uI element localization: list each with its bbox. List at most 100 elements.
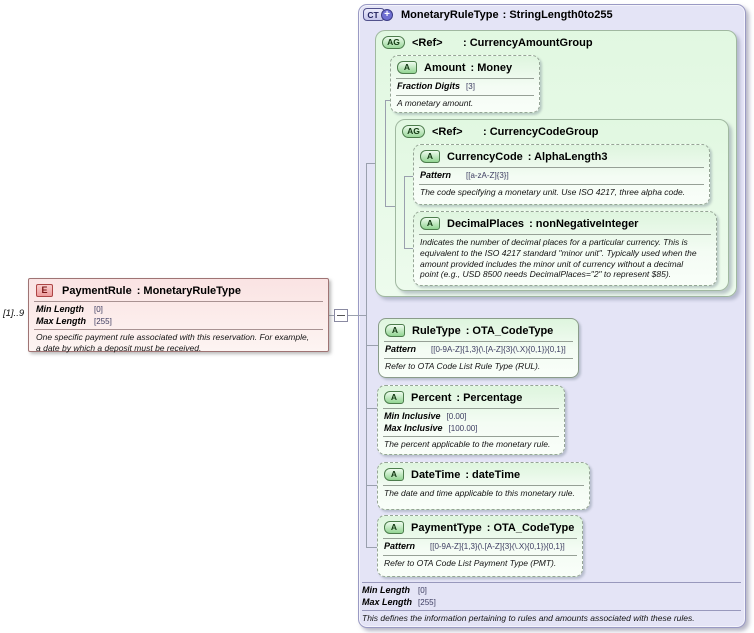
element-payment-rule[interactable]: E PaymentRule : MonetaryRuleType Min Len… [28,278,329,353]
attribute-payment-type[interactable]: A PaymentType : OTA_CodeType Pattern [[0… [377,515,583,577]
separator-line [384,357,573,359]
facet-name: Min Length [362,585,410,595]
attribute-type: : OTA_CodeType [486,521,575,534]
complex-type-facets: Min Length [0] Max Length [255] This def… [360,581,743,626]
attribute-rule-type[interactable]: A RuleType : OTA_CodeType Pattern [[0-9A… [378,318,579,378]
tree-spine [366,163,367,547]
separator-line [383,485,584,486]
attribute-group-badge-icon: AG [402,125,425,138]
facet-value: [[a-zA-Z]{3}] [466,171,509,180]
connector-line [366,163,375,164]
separator-line [396,94,534,96]
annotation-text: The code specifying a monetary unit. Use… [420,186,686,197]
separator-line [383,538,577,539]
attribute-type: : OTA_CodeType [465,324,554,337]
separator-line [383,408,559,409]
connector-line [366,408,377,409]
attribute-amount[interactable]: A Amount : Money Fraction Digits [3] A m… [390,55,540,113]
attribute-name: Percent [411,391,452,404]
element-name: PaymentRule [62,284,132,297]
attribute-type: : Percentage [456,391,523,404]
attribute-name: Amount [424,61,466,74]
connector-line [329,315,334,316]
plus-icon: + [381,8,393,21]
connector-line [348,315,366,316]
separator-line [419,234,711,235]
attribute-badge-icon: A [420,217,440,230]
facet-value: [[0-9A-Z]{1,3}(\.[A-Z]{3}(\.X){0,1}){0,1… [430,542,565,551]
facet-name: Max Length [36,315,87,326]
group-type: : CurrencyCodeGroup [483,125,599,138]
attribute-badge-icon: A [420,150,440,163]
attribute-badge-icon: A [384,521,404,534]
annotation-text: The percent applicable to the monetary r… [384,439,551,449]
annotation-text: A monetary amount. [397,97,474,108]
group-ref-name: <Ref> [412,36,443,49]
facet-value: [[0-9A-Z]{1,3}(\.[A-Z]{3}(\.X){0,1}){0,1… [431,345,566,354]
separator-line [419,183,704,185]
attribute-badge-icon: A [385,324,405,337]
attribute-badge-icon: A [397,61,417,74]
complex-type-header[interactable]: CT + MonetaryRuleType : StringLength0to2… [363,7,613,22]
element-type: : MonetaryRuleType [136,284,242,297]
tree-spine [404,176,405,249]
attribute-type: : AlphaLength3 [527,150,608,163]
attribute-decimal-places[interactable]: A DecimalPlaces : nonNegativeInteger Ind… [413,211,717,286]
attribute-type: : Money [470,61,513,74]
collapse-toggle-icon[interactable] [334,309,348,322]
attribute-group-badge-icon: AG [382,36,405,49]
cardinality-label: [1]..9 [3,308,25,319]
connector-line [385,206,395,207]
facet-name: Min Length [36,304,84,314]
complex-type-badge-icon: CT + [363,7,394,22]
connector-line [366,345,378,346]
attribute-name: RuleType [412,324,461,337]
attribute-percent[interactable]: A Percent : Percentage Min Inclusive [0.… [377,385,565,455]
attribute-date-time[interactable]: A DateTime : dateTime The date and time … [377,462,590,510]
facet-name: Fraction Digits [397,81,461,91]
annotation-text: Indicates the number of decimal places f… [420,237,697,280]
complex-type-name: MonetaryRuleType [401,8,499,21]
tree-spine [385,100,386,207]
separator-line [362,610,741,611]
facet-value: [3] [466,82,475,91]
facet-value: [0] [94,305,103,314]
annotation-text: This defines the information pertaining … [362,613,695,623]
facet-value: [100.00] [448,423,478,433]
annotation-text: Refer to OTA Code List Rule Type (RUL). [385,360,541,371]
separator-line [34,329,323,330]
facet-value: [255] [418,597,436,607]
facet-name: Pattern [420,170,452,180]
connector-line [366,485,377,486]
annotation-text: The date and time applicable to this mon… [384,488,575,498]
separator-line [396,78,534,79]
element-badge-icon: E [36,284,53,297]
attribute-currency-code[interactable]: A CurrencyCode : AlphaLength3 Pattern [[… [413,144,710,205]
attribute-badge-icon: A [384,391,404,404]
separator-line [383,436,559,437]
connector-line [404,248,413,249]
facet-value: [255] [94,316,112,326]
separator-line [362,582,741,583]
complex-type-base: : StringLength0to255 [502,8,613,21]
minus-icon [337,315,345,316]
connector-line [404,176,413,177]
separator-line [419,167,704,168]
annotation-text: One specific payment rule associated wit… [36,332,310,353]
attribute-name: DateTime [411,468,461,481]
facet-name: Pattern [384,541,416,551]
facet-value: [0] [418,586,427,595]
attribute-name: CurrencyCode [447,150,523,163]
facet-name: Max Inclusive [384,422,443,433]
separator-line [384,341,573,342]
facet-name: Pattern [385,344,417,354]
group-type: : CurrencyAmountGroup [463,36,593,49]
facet-name: Min Inclusive [384,411,441,421]
separator-line [383,554,577,556]
attribute-name: PaymentType [411,521,482,534]
facet-value: [0.00] [446,412,467,421]
annotation-text: Refer to OTA Code List Payment Type (PMT… [384,557,557,568]
facet-name: Max Length [362,596,413,607]
connector-line [366,547,377,548]
